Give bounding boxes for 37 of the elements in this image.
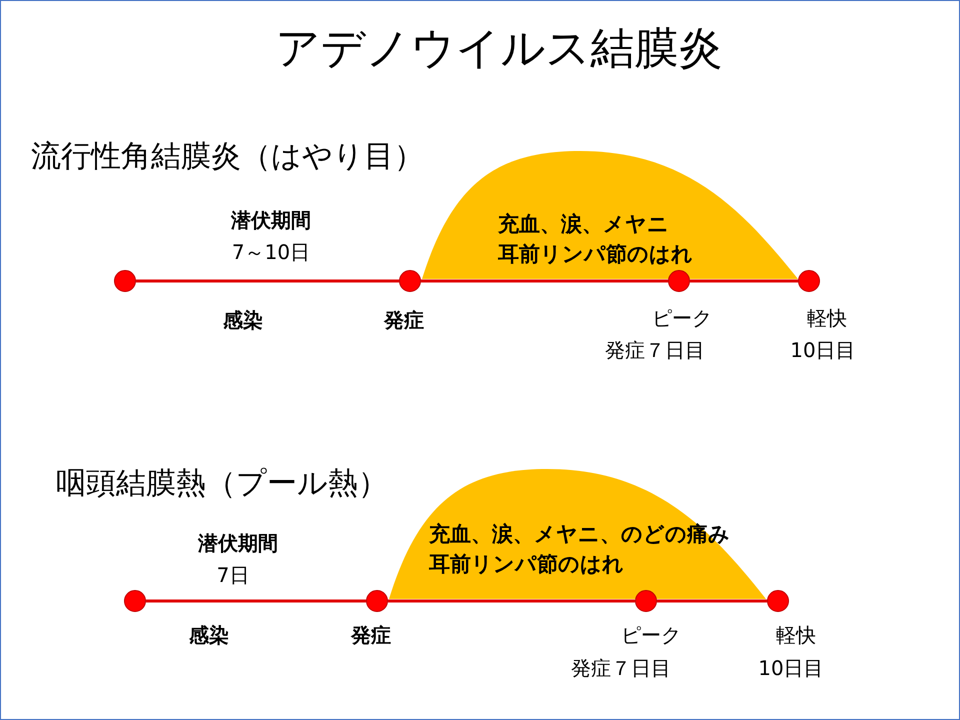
timeline-line <box>146 600 366 602</box>
symptom-text: 充血、涙、メヤニ、のどの痛み <box>429 521 730 548</box>
period-value: 7～10日 <box>232 239 310 266</box>
stage-label: 10日目 <box>790 337 856 364</box>
symptom-text: 耳前リンパ節のはれ <box>498 241 693 268</box>
section-heading: 流行性角結膜炎（はやり目） <box>31 138 424 176</box>
timeline-line <box>657 600 767 602</box>
stage-label: 感染 <box>189 622 229 649</box>
timeline-line <box>421 280 668 282</box>
timeline-line <box>690 280 798 282</box>
timeline-dot <box>114 270 136 292</box>
stage-label: 発症７日目 <box>571 655 671 682</box>
stage-label: 軽快 <box>807 305 847 332</box>
timeline-dot <box>767 590 789 612</box>
timeline-dot <box>366 590 388 612</box>
period-label: 潜伏期間 <box>231 207 311 234</box>
stage-label: ピーク <box>652 305 712 332</box>
period-label: 潜伏期間 <box>198 530 278 557</box>
stage-label: 発症 <box>351 622 391 649</box>
stage-label: 軽快 <box>776 622 816 649</box>
period-value: 7日 <box>216 562 250 589</box>
timeline-dot <box>124 590 146 612</box>
stage-label: 発症 <box>384 307 424 334</box>
timeline-line <box>388 600 635 602</box>
stage-label: 発症７日目 <box>605 337 705 364</box>
title: アデノウイルス結膜炎 <box>276 22 722 76</box>
stage-label: 10日目 <box>758 655 824 682</box>
stage-label: ピーク <box>621 622 681 649</box>
timeline-line <box>136 280 399 282</box>
stage-label: 感染 <box>223 307 263 334</box>
symptom-area <box>389 469 766 599</box>
symptom-text: 耳前リンパ節のはれ <box>429 551 624 578</box>
timeline-dot <box>399 270 421 292</box>
symptom-text: 充血、涙、メヤニ <box>498 211 669 238</box>
timeline-dot <box>798 270 820 292</box>
section-heading: 咽頭結膜熱（プール熱） <box>56 465 388 503</box>
symptom-area <box>422 151 798 279</box>
